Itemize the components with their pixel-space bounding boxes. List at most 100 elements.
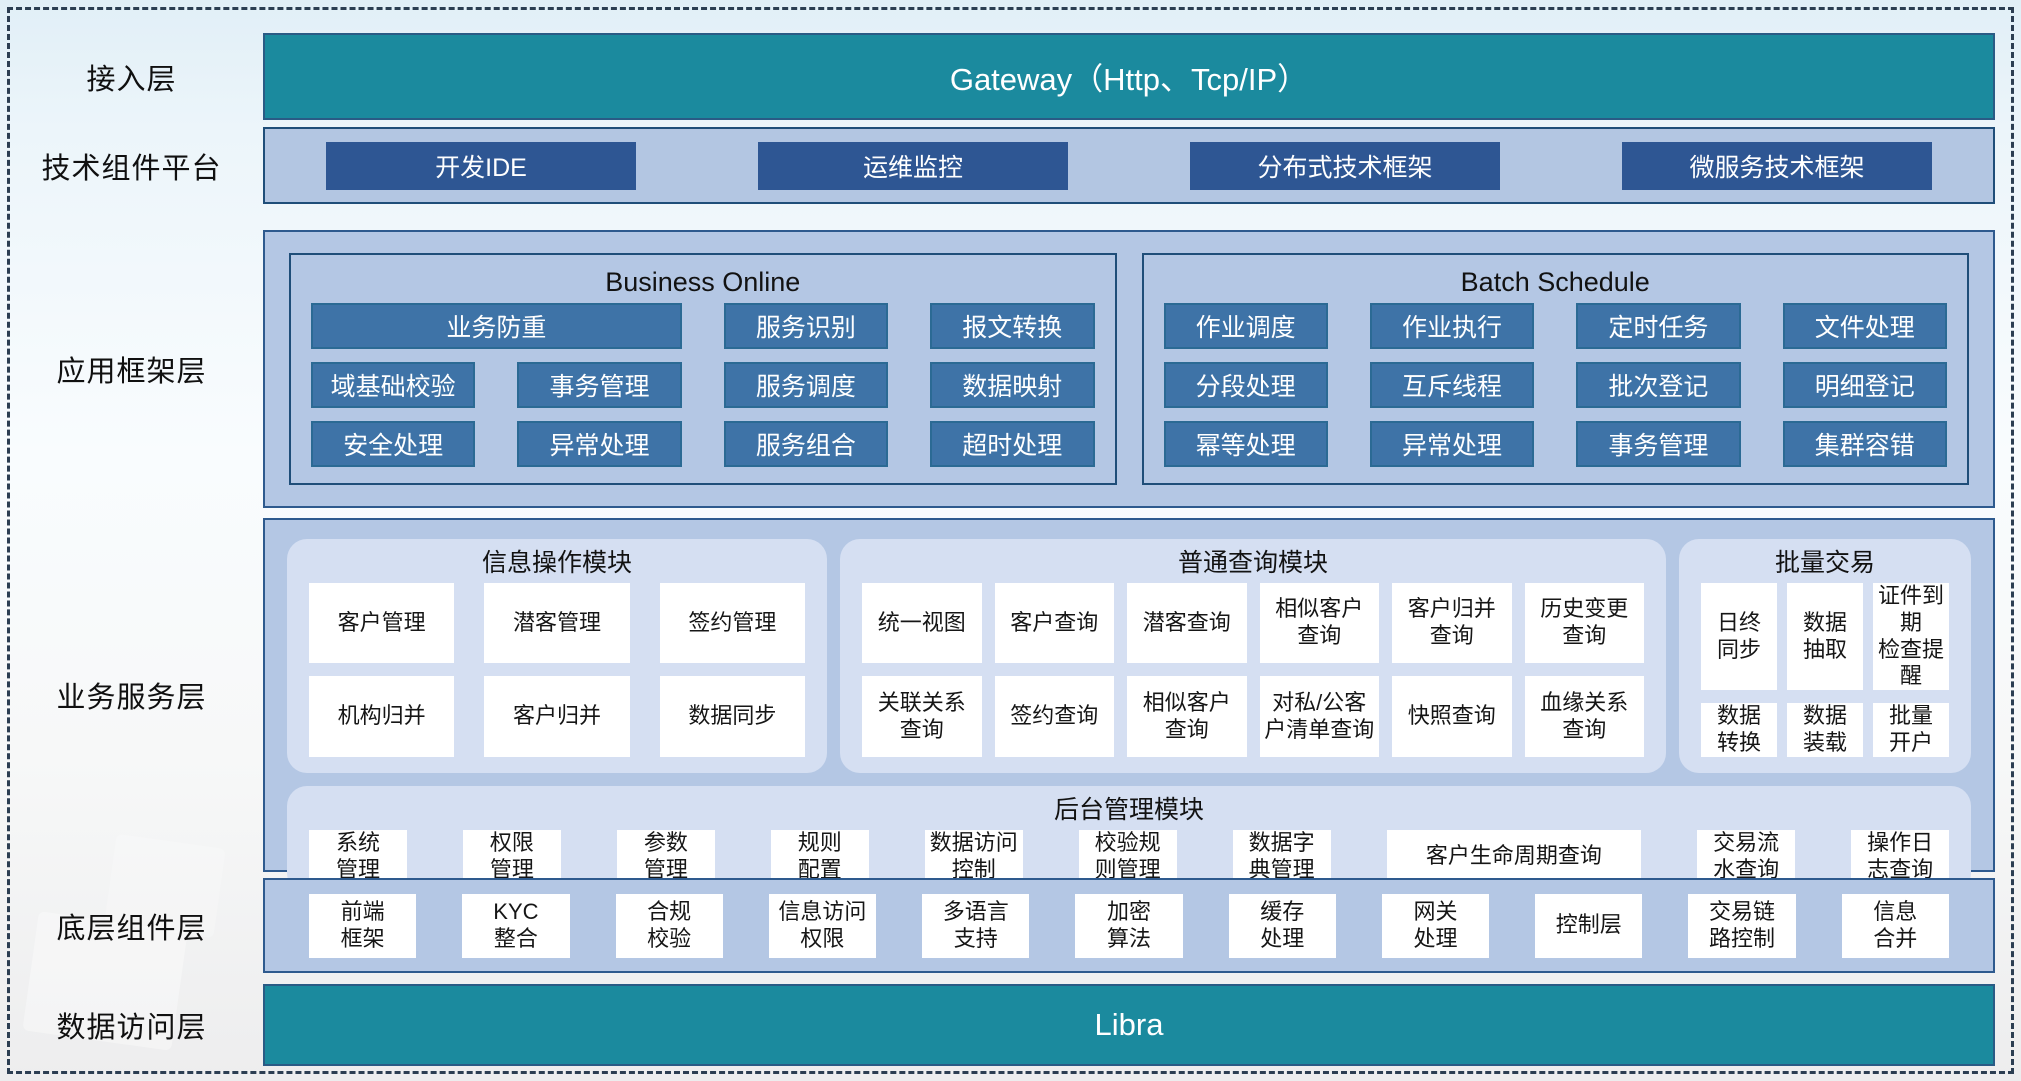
am-box-data-access-control: 数据访问 控制 [924,829,1023,884]
bs-box-transaction-mgmt: 事务管理 [1576,421,1741,467]
bo-box-service-identify: 服务识别 [723,303,889,349]
info-operation-module: 信息操作模块 客户管理 潜客管理 签约管理 机构归并 客户归并 数据同步 [287,539,827,773]
bt-box-batch-account-open: 批量 开户 [1873,703,1949,757]
qm-box-customer-list-query: 对私/公客 户清单查询 [1259,676,1379,757]
bc-box-control-layer: 控制层 [1535,893,1643,958]
bs-box-detail-register: 明细登记 [1782,362,1947,408]
tech-button-ops-monitor: 运维监控 [758,141,1068,190]
qm-box-prospect-query: 潜客查询 [1127,583,1247,664]
im-box-data-sync: 数据同步 [659,676,805,757]
bt-box-data-extract: 数据 抽取 [1787,583,1863,691]
bc-box-gateway-handling: 网关 处理 [1381,893,1490,958]
admin-module: 后台管理模块 系统 管理 权限 管理 参数 管理 规则 配置 数据访问 控制 校… [287,785,1971,893]
bt-box-cert-expiry-check: 证件到期 检查提醒 [1873,583,1949,691]
qm-box-customer-merge-query: 客户归并 查询 [1392,583,1512,664]
am-box-rule-config: 规则 配置 [770,829,869,884]
qm-box-relation-query: 关联关系 查询 [862,676,982,757]
bottom-components-label: 底层组件层 [56,912,207,945]
business-online-title: Business Online [605,267,801,297]
qm-box-unified-view: 统一视图 [862,583,982,664]
app-framework-panel: Business Online 业务防重 服务识别 报文转换 域基础校验 事务管… [263,230,1995,508]
bs-box-job-schedule: 作业调度 [1163,303,1328,349]
tech-platform-row: 技术组件平台 开发IDE 运维监控 分布式技术框架 微服务技术框架 [0,127,2021,204]
bc-box-info-merge: 信息 合并 [1841,893,1949,958]
business-online-panel: Business Online 业务防重 服务识别 报文转换 域基础校验 事务管… [289,253,1117,485]
im-box-customer-merge: 客户归并 [484,676,630,757]
bt-box-data-convert: 数据 转换 [1701,703,1777,757]
bt-box-eod-sync: 日终 同步 [1701,583,1777,691]
batch-schedule-grid: 作业调度 作业执行 定时任务 文件处理 分段处理 互斥线程 批次登记 明细登记 … [1163,303,1947,467]
tech-button-distributed-framework: 分布式技术框架 [1190,141,1500,190]
access-layer-row: 接入层 Gateway（Http、Tcp/IP） [0,33,2021,120]
bs-box-mutex-thread: 互斥线程 [1369,362,1535,408]
bo-box-timeout: 超时处理 [930,421,1095,467]
bc-box-transaction-link-control: 交易链 路控制 [1688,893,1796,958]
bo-box-message-convert: 报文转换 [930,303,1095,349]
info-operation-title: 信息操作模块 [481,549,632,577]
am-box-system-mgmt: 系统 管理 [309,829,407,884]
bs-box-cluster-fault: 集群容错 [1782,421,1947,467]
tech-platform-panel: 开发IDE 运维监控 分布式技术框架 微服务技术框架 [263,127,1995,204]
bottom-components-panel: 前端 框架 KYC 整合 合规 校验 信息访问 权限 多语言 支持 加密 算法 … [263,878,1995,973]
bo-box-service-compose: 服务组合 [723,421,889,467]
bc-box-info-access-permission: 信息访问 权限 [768,893,877,958]
qm-box-customer-query: 客户查询 [994,583,1114,664]
gateway-bar: Gateway（Http、Tcp/IP） [263,33,1995,120]
bs-box-batch-register: 批次登记 [1576,362,1741,408]
am-box-data-dictionary-mgmt: 数据字 典管理 [1232,829,1331,884]
libra-bar: Libra [263,984,1995,1066]
bo-box-service-dispatch: 服务调度 [723,362,889,408]
am-box-permission-mgmt: 权限 管理 [462,829,561,884]
qm-box-lineage-query: 血缘关系 查询 [1524,676,1644,757]
bc-box-compliance-check: 合规 校验 [615,893,723,958]
batch-schedule-panel: Batch Schedule 作业调度 作业执行 定时任务 文件处理 分段处理 … [1141,253,1969,485]
bo-box-exception: 异常处理 [517,421,682,467]
bc-box-cache-handling: 缓存 处理 [1228,893,1336,958]
bo-box-security: 安全处理 [311,421,476,467]
am-box-transaction-flow-query: 交易流 水查询 [1697,829,1796,884]
bc-box-multilingual-support: 多语言 支持 [922,893,1030,958]
tech-button-microservice-framework: 微服务技术框架 [1622,141,1932,190]
am-box-validation-rule-mgmt: 校验规 则管理 [1078,829,1177,884]
batch-transaction-module: 批量交易 日终 同步 数据 抽取 证件到期 检查提醒 数据 转换 数据 装载 批… [1679,539,1971,773]
general-query-module: 普通查询模块 统一视图 客户查询 潜客查询 相似客户 查询 客户归并 查询 历史… [840,539,1666,773]
batch-transaction-grid: 日终 同步 数据 抽取 证件到期 检查提醒 数据 转换 数据 装载 批量 开户 [1701,583,1949,757]
batch-transaction-title: 批量交易 [1774,549,1875,577]
tech-platform-label: 技术组件平台 [41,152,222,185]
business-service-row: 业务服务层 信息操作模块 客户管理 潜客管理 签约管理 机构归并 客户归并 数据… [0,518,2021,893]
bs-box-job-execute: 作业执行 [1369,303,1535,349]
im-box-contract-mgmt: 签约管理 [659,583,805,664]
app-framework-label: 应用框架层 [56,356,207,388]
bo-box-field-validate: 域基础校验 [311,362,476,408]
access-layer-label: 接入层 [86,63,177,96]
business-online-grid: 业务防重 服务识别 报文转换 域基础校验 事务管理 服务调度 数据映射 安全处理… [311,303,1095,467]
im-box-prospect-mgmt: 潜客管理 [484,583,630,664]
am-box-customer-lifecycle-query: 客户生命周期查询 [1386,829,1642,884]
data-access-label: 数据访问层 [56,1012,207,1044]
qm-box-similar-customer-query-2: 相似客户 查询 [1127,676,1247,757]
bo-box-dedup: 业务防重 [311,303,682,349]
bt-box-data-load: 数据 装载 [1787,703,1863,757]
am-box-parameter-mgmt: 参数 管理 [616,829,715,884]
bc-box-frontend-framework: 前端 框架 [309,893,417,958]
im-box-customer-mgmt: 客户管理 [309,583,455,664]
bo-box-transaction-mgmt: 事务管理 [517,362,682,408]
bs-box-idempotent: 幂等处理 [1163,421,1328,467]
business-service-top: 信息操作模块 客户管理 潜客管理 签约管理 机构归并 客户归并 数据同步 普通查… [287,539,1971,773]
business-service-label: 业务服务层 [56,682,207,714]
admin-module-title: 后台管理模块 [1053,795,1204,824]
im-box-org-merge: 机构归并 [309,676,455,757]
bo-box-data-mapping: 数据映射 [930,362,1095,408]
tech-button-dev-ide: 开发IDE [326,141,636,190]
qm-box-similar-customer-query: 相似客户 查询 [1259,583,1379,664]
bs-box-file-process: 文件处理 [1782,303,1947,349]
general-query-grid: 统一视图 客户查询 潜客查询 相似客户 查询 客户归并 查询 历史变更 查询 关… [862,583,1644,757]
qm-box-history-change-query: 历史变更 查询 [1524,583,1644,664]
am-box-operation-log-query: 操作日 志查询 [1851,829,1950,884]
bs-box-timed-task: 定时任务 [1576,303,1741,349]
admin-module-row: 系统 管理 权限 管理 参数 管理 规则 配置 数据访问 控制 校验规 则管理 … [309,829,1950,884]
qm-box-contract-query: 签约查询 [994,676,1114,757]
bottom-components-row: 底层组件层 前端 框架 KYC 整合 合规 校验 信息访问 权限 多语言 支持 … [0,878,2021,973]
business-service-panel: 信息操作模块 客户管理 潜客管理 签约管理 机构归并 客户归并 数据同步 普通查… [263,518,1995,893]
